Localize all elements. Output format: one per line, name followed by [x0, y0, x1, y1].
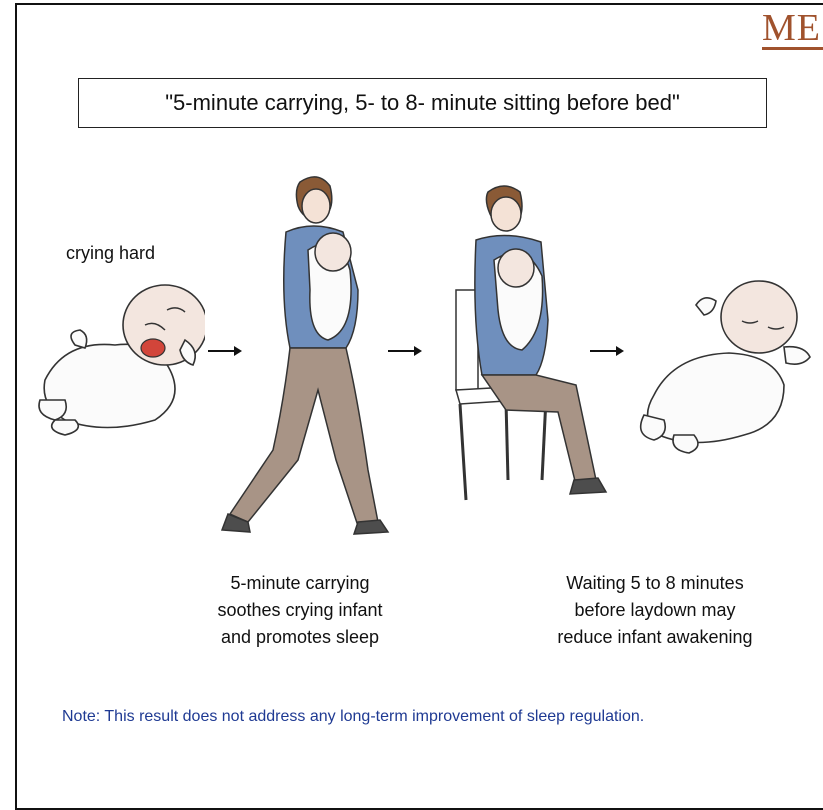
caption-line: 5-minute carrying — [200, 570, 400, 597]
title-box: "5-minute carrying, 5- to 8- minute sitt… — [78, 78, 767, 128]
logo-text: ME — [762, 6, 821, 50]
carrying-caption: 5-minute carrying soothes crying infant … — [200, 570, 400, 651]
title-text: "5-minute carrying, 5- to 8- minute sitt… — [165, 90, 680, 116]
carrying-adult-illustration — [218, 170, 398, 540]
arrow-icon — [590, 344, 624, 358]
note-text: Note: This result does not address any l… — [62, 708, 644, 726]
sleeping-baby-illustration — [634, 275, 819, 455]
caption-line: reduce infant awakening — [520, 624, 790, 651]
crying-label: crying hard — [66, 243, 155, 264]
caption-line: and promotes sleep — [200, 624, 400, 651]
arrow-icon — [388, 344, 422, 358]
crying-baby-illustration — [35, 270, 205, 440]
logo-underline — [762, 47, 823, 50]
caption-line: Waiting 5 to 8 minutes — [520, 570, 790, 597]
caption-line: soothes crying infant — [200, 597, 400, 624]
caption-line: before laydown may — [520, 597, 790, 624]
waiting-caption: Waiting 5 to 8 minutes before laydown ma… — [520, 570, 790, 651]
